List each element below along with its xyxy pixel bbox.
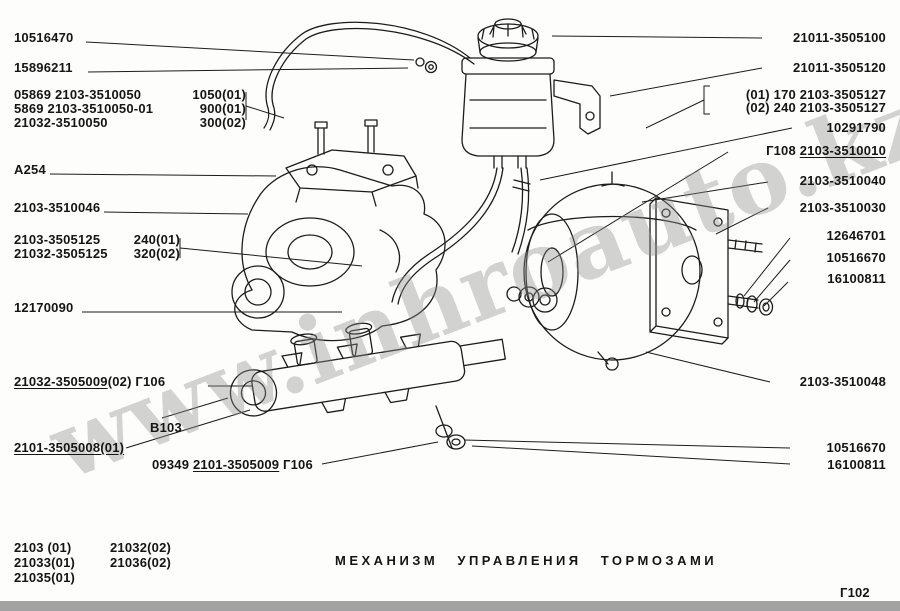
- part-label-10291790: 10291790: [826, 120, 886, 135]
- part-number: 21032-3510050: [14, 115, 108, 130]
- part-length: 1050(01): [192, 87, 246, 102]
- part-number-ref: 2101-3505009: [192, 457, 280, 472]
- part-label-2103-3510040: 2103-3510040: [799, 173, 886, 188]
- figure-ref-g108: Г108: [766, 143, 800, 158]
- part-length: 300(02): [199, 115, 246, 130]
- model-applicability-row: 2103 (01) 21032(02): [14, 541, 171, 555]
- part-number-ref: 21032-3505009: [14, 374, 108, 389]
- hoses: [263, 21, 531, 305]
- part-label-16100811-a: 16100811: [827, 271, 886, 286]
- model-applicability-row: 21033(01) 21036(02): [14, 556, 171, 570]
- figure-caption: МЕХАНИЗМ УПРАВЛЕНИЯ ТОРМОЗАМИ: [335, 553, 718, 568]
- seal-set: [506, 286, 558, 313]
- model-code: 21033(01): [14, 555, 76, 570]
- lock-nut: [435, 405, 466, 450]
- part-ref-suffix: Г106: [279, 457, 313, 472]
- figure-code: Г102: [840, 585, 870, 600]
- part-row-pipe-variant-2: (02) 240 2103-3505127: [745, 100, 886, 115]
- studs-washers-nuts: [727, 239, 774, 316]
- fluid-reservoir: [461, 18, 555, 169]
- part-label-21011-3505120: 21011-3505120: [793, 60, 886, 75]
- leader-lines: [49, 35, 793, 465]
- pedal-bracket-casting: [231, 166, 446, 342]
- figure-ref-a254: А254: [14, 162, 46, 177]
- part-label-16100811-b: 16100811: [827, 457, 886, 472]
- model-applicability-row: 21035(01): [14, 571, 110, 585]
- part-label-15896211: 15896211: [14, 60, 73, 75]
- part-length: 900(01): [199, 101, 246, 116]
- part-label-2101-3505009: 09349 2101-3505009 Г106: [152, 458, 313, 472]
- page-edge-strip: [0, 601, 900, 611]
- mount-bracket: [285, 119, 419, 207]
- part-row-pipe-1: 2103-3505125 240(01): [14, 233, 180, 247]
- model-code: 21035(01): [14, 570, 76, 585]
- part-number: 05869 2103-3510050: [14, 87, 142, 102]
- figure-ref-v103: В103: [150, 420, 182, 435]
- bolt-washer: [415, 57, 438, 74]
- part-number: 2103-3505125: [14, 232, 101, 247]
- part-row-pipe-variant-1: (01) 170 2103-3505127: [745, 87, 886, 102]
- part-label-10516670-b: 10516670: [826, 440, 886, 455]
- part-ref-suffix: (02) Г106: [107, 374, 166, 389]
- part-row-hose-1: 05869 2103-3510050 1050(01): [14, 88, 246, 102]
- part-number: 5869 2103-3510050-01: [14, 101, 154, 116]
- model-code: 21032(02): [110, 540, 172, 555]
- part-label-2103-3510046: 2103-3510046: [14, 200, 101, 215]
- reservoir-bracket: [553, 79, 601, 135]
- part-label-2101-3505008: 2101-3505008(01): [14, 441, 124, 455]
- part-label-2103-3510010: Г108 2103-3510010: [766, 144, 886, 158]
- master-cylinder: [229, 322, 506, 417]
- part-row-hose-2: 5869 2103-3510050-01 900(01): [14, 102, 246, 116]
- part-label-12646701: 12646701: [826, 228, 886, 243]
- vacuum-booster: [523, 171, 701, 371]
- part-label-21032-3505009: 21032-3505009(02) Г106: [14, 375, 165, 389]
- part-label-2103-3510030: 2103-3510030: [799, 200, 886, 215]
- part-label-2103-3510048: 2103-3510048: [799, 374, 886, 389]
- part-label-10516470: 10516470: [14, 30, 74, 45]
- part-length: 320(02): [133, 246, 180, 261]
- mounting-plate: [649, 197, 729, 345]
- part-row-hose-3: 21032-3510050 300(02): [14, 116, 246, 130]
- model-code: 2103 (01): [14, 540, 72, 555]
- part-label-12170090: 12170090: [14, 300, 74, 315]
- part-label-21011-3505100: 21011-3505100: [793, 30, 886, 45]
- part-number: 21032-3505125: [14, 246, 108, 261]
- part-number-ref: 2101-3505008(01): [14, 440, 125, 455]
- model-code: 21036(02): [110, 555, 172, 570]
- part-row-pipe-2: 21032-3505125 320(02): [14, 247, 180, 261]
- part-label-10516670-a: 10516670: [826, 250, 886, 265]
- part-prefix: 09349: [152, 457, 193, 472]
- part-length: 240(01): [133, 232, 180, 247]
- part-number-ref: 2103-3510010: [799, 143, 886, 158]
